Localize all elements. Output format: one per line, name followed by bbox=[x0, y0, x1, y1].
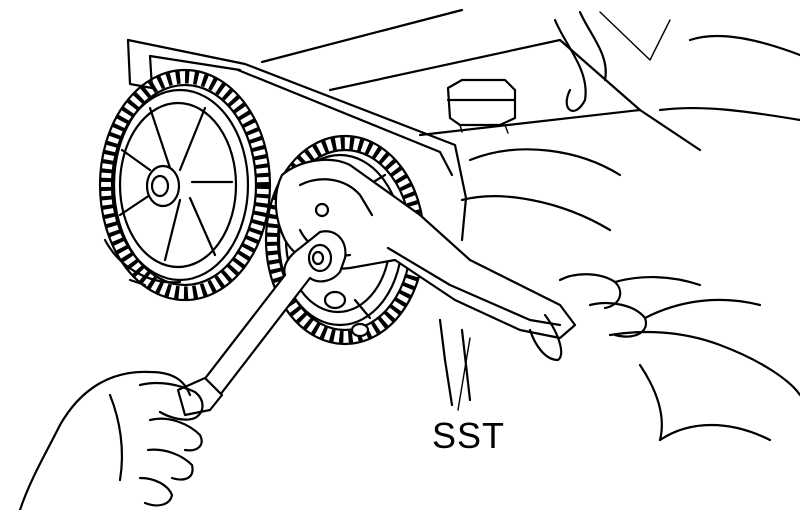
sst-leader-line bbox=[457, 337, 471, 411]
left-hand bbox=[18, 370, 204, 510]
cylinder-head-outline bbox=[126, 8, 800, 407]
rear-camshaft-pulley bbox=[98, 68, 272, 302]
right-hand bbox=[528, 273, 800, 442]
sst-callout-label: SST bbox=[432, 415, 506, 456]
sst-pulley-holder bbox=[274, 158, 577, 340]
head-bracket bbox=[446, 78, 517, 134]
